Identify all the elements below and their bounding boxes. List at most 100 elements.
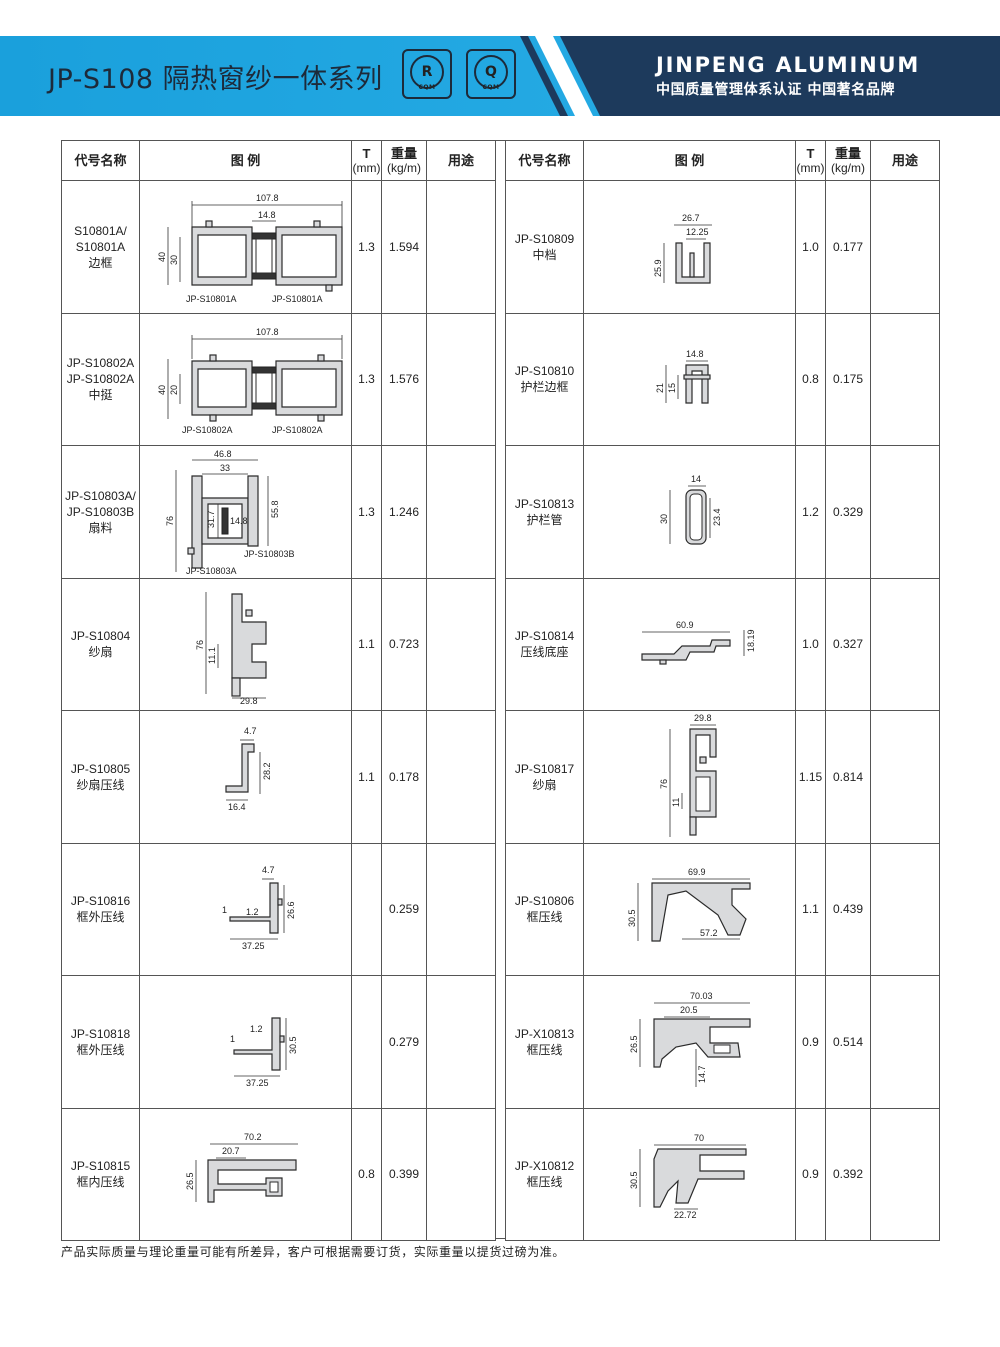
svg-text:25.9: 25.9 xyxy=(653,259,663,277)
profile-drawing: 70.03 20.5 26.5 14.7 xyxy=(583,975,796,1109)
weight-value: 1.594 xyxy=(381,180,427,314)
svg-text:20.5: 20.5 xyxy=(680,1005,698,1015)
col-t-header: T(mm) xyxy=(351,140,382,181)
use-value xyxy=(426,577,496,711)
profile-drawing: 14 30 23.4 xyxy=(583,445,796,579)
svg-text:JP-S10803B: JP-S10803B xyxy=(244,549,295,559)
svg-text:14.7: 14.7 xyxy=(697,1065,707,1083)
thickness-value: 1.1 xyxy=(351,577,382,711)
use-value xyxy=(426,445,496,579)
profile-drawing: 69.9 30.5 57.2 xyxy=(583,842,796,976)
profile-drawing: 70.2 20.7 26.5 xyxy=(139,1107,352,1241)
weight-value: 0.327 xyxy=(825,577,871,711)
cqm-r-badge: R CQM xyxy=(402,49,452,99)
thickness-value: 1.3 xyxy=(351,180,382,314)
svg-text:22.72: 22.72 xyxy=(674,1210,697,1220)
svg-text:40: 40 xyxy=(157,385,167,395)
weight-value: 0.392 xyxy=(825,1107,871,1241)
weight-value: 0.723 xyxy=(381,577,427,711)
weight-unit: (kg/m) xyxy=(387,160,421,175)
svg-text:70.03: 70.03 xyxy=(690,991,713,1001)
svg-text:JP-S10801A: JP-S10801A xyxy=(186,294,237,304)
svg-text:1.2: 1.2 xyxy=(250,1024,263,1034)
weight-value: 0.329 xyxy=(825,445,871,579)
screen-sash-2-drawing: 29.8 76 11 xyxy=(659,713,717,837)
outer-bead-2-drawing: 1.2 1 30.5 37.25 xyxy=(230,1017,298,1088)
svg-text:16.4: 16.4 xyxy=(228,802,246,812)
use-value xyxy=(870,710,940,844)
use-value xyxy=(426,180,496,314)
use-value xyxy=(870,312,940,446)
use-value xyxy=(870,577,940,711)
cert-q-label: CQM xyxy=(482,84,500,91)
profile-drawing: 70 30.5 22.72 xyxy=(583,1107,796,1241)
svg-text:JP-S10802A: JP-S10802A xyxy=(182,425,233,435)
svg-text:11.1: 11.1 xyxy=(207,647,217,664)
weight-value: 0.514 xyxy=(825,975,871,1109)
profile-drawing: 4.7 28.2 16.4 xyxy=(139,710,352,844)
mullion-profile-drawing: 107.8 40 20 JP-S10802A JP-S10802A xyxy=(157,327,343,435)
thickness-value: 0.9 xyxy=(795,975,826,1109)
svg-text:37.25: 37.25 xyxy=(242,941,265,951)
thickness-value: 1.1 xyxy=(795,842,826,976)
weight-value: 0.814 xyxy=(825,710,871,844)
weight-label: 重量 xyxy=(390,145,417,161)
profile-drawing: 60.9 18.19 xyxy=(583,577,796,711)
weight-value: 0.439 xyxy=(825,842,871,976)
sash-profile-drawing: 46.8 33 76 55.8 31.7 14.8 JP-S10803B JP-… xyxy=(165,449,295,576)
t-label: T xyxy=(806,145,815,161)
svg-text:29.8: 29.8 xyxy=(240,696,258,706)
brand-english: JINPENG ALUMINUM xyxy=(656,53,921,77)
col-weight-header: 重量(kg/m) xyxy=(381,140,427,181)
table-header-row: 代号名称 图 例 T(mm) 重量(kg/m) 用途 xyxy=(61,140,496,181)
svg-text:29.8: 29.8 xyxy=(694,713,712,723)
svg-text:31.7: 31.7 xyxy=(206,510,216,528)
brand-block: JINPENG ALUMINUM 中国质量管理体系认证 中国著名品牌 xyxy=(656,54,920,99)
use-value xyxy=(426,1107,496,1241)
svg-text:14.8: 14.8 xyxy=(686,349,704,359)
svg-text:20.7: 20.7 xyxy=(222,1146,240,1156)
use-value xyxy=(870,445,940,579)
svg-text:70.2: 70.2 xyxy=(244,1132,262,1142)
guard-frame-drawing: 14.8 21 15 xyxy=(655,349,711,404)
weight-value: 0.279 xyxy=(381,975,427,1109)
page-title: JP-S108 隔热窗纱一体系列 xyxy=(48,64,383,95)
svg-text:55.8: 55.8 xyxy=(270,500,280,518)
weight-value: 0.178 xyxy=(381,710,427,844)
use-value xyxy=(426,975,496,1109)
guard-tube-drawing: 14 30 23.4 xyxy=(659,474,722,545)
svg-text:46.8: 46.8 xyxy=(214,449,232,459)
svg-text:4.7: 4.7 xyxy=(262,865,275,875)
col-code-header: 代号名称 xyxy=(505,140,584,181)
profile-drawing: 29.8 76 11 xyxy=(583,710,796,844)
weight-disclaimer: 产品实际质量与理论重量可能有所差异，客户可根据需要订货，实际重量以提货过磅为准。 xyxy=(61,1245,566,1259)
svg-text:18.19: 18.19 xyxy=(746,630,756,653)
thickness-value xyxy=(351,842,382,976)
svg-text:107.8: 107.8 xyxy=(256,327,279,337)
weight-value: 1.246 xyxy=(381,445,427,579)
svg-text:30.5: 30.5 xyxy=(627,910,637,928)
use-value xyxy=(426,842,496,976)
svg-text:23.4: 23.4 xyxy=(712,508,722,526)
t-label: T xyxy=(362,145,371,161)
use-value xyxy=(426,312,496,446)
svg-text:30.5: 30.5 xyxy=(288,1036,298,1054)
profile-table-left: 代号名称 图 例 T(mm) 重量(kg/m) 用途 S10801A/S1080… xyxy=(61,140,496,1241)
svg-text:14.8: 14.8 xyxy=(230,516,248,526)
thickness-value: 1.2 xyxy=(795,445,826,579)
svg-text:70: 70 xyxy=(694,1133,704,1143)
thickness-value: 0.8 xyxy=(351,1107,382,1241)
profile-drawing: 107.8 14.8 40 30 JP-S10801A JP-S10801A xyxy=(139,180,352,314)
